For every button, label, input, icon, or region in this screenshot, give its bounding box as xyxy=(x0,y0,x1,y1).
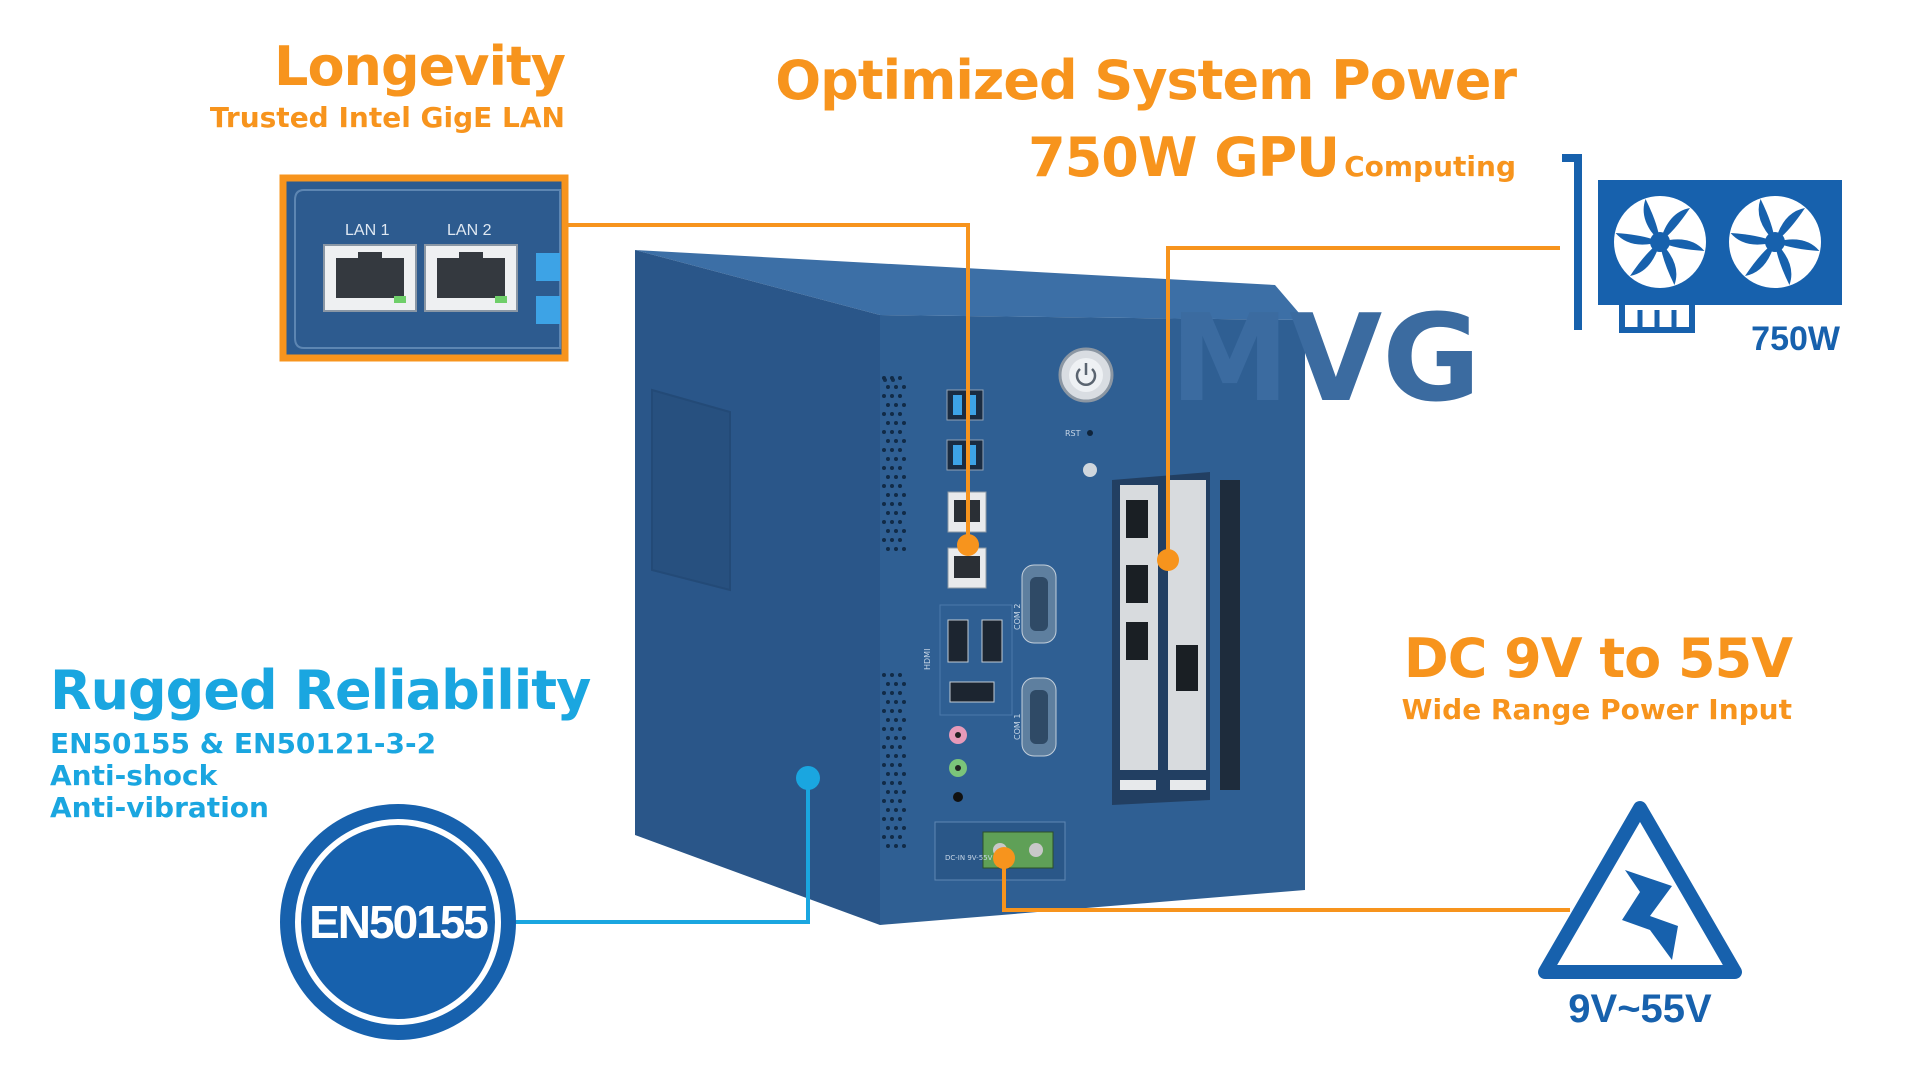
chassis-logo: MVG xyxy=(1170,290,1481,429)
dc-title: DC 9V to 55V xyxy=(1403,627,1793,690)
en50155-badge: EN50155 xyxy=(280,804,516,1040)
longevity-title: Longevity xyxy=(274,35,566,98)
rugged-callout-dot xyxy=(796,766,820,790)
com-ports: COM 2 COM 1 xyxy=(1013,564,1057,757)
usb-ports xyxy=(946,389,984,471)
lan-inset: LAN 1 LAN 2 xyxy=(279,174,569,362)
side-vents xyxy=(882,376,906,848)
power-subtitle: 750W GPU Computing xyxy=(1028,126,1516,189)
rst-label: RST xyxy=(1065,429,1081,438)
en50155-badge-label: EN50155 xyxy=(309,896,488,948)
audio-jacks xyxy=(949,726,967,802)
dcin-label: DC-IN 9V-55V xyxy=(945,854,993,862)
gpu-icon-label: 750W xyxy=(1751,320,1841,358)
power-button xyxy=(1058,347,1114,403)
hdmi-ports: HDMI xyxy=(923,604,1013,716)
inset-lan1-label: LAN 1 xyxy=(345,222,390,239)
longevity-subtitle: Trusted Intel GigE LAN xyxy=(209,101,565,134)
rugged-line-standards: EN50155 & EN50121-3-2 xyxy=(50,727,437,760)
lan-callout-dot xyxy=(957,534,979,556)
rugged-lines: EN50155 & EN50121-3-2 Anti-shock Anti-vi… xyxy=(50,727,437,825)
com1-label: COM 1 xyxy=(1013,714,1022,740)
power-gpu-text: 750W GPU xyxy=(1028,126,1340,189)
rugged-line-shock: Anti-shock xyxy=(50,759,218,793)
graphics-card-icon xyxy=(1562,154,1842,333)
power-computing-text: Computing xyxy=(1344,150,1516,183)
connector-lines xyxy=(510,223,1570,924)
voltage-icon-label: 9V~55V xyxy=(1568,987,1712,1031)
high-voltage-warning-icon xyxy=(1538,801,1742,979)
inset-lan2-label: LAN 2 xyxy=(447,222,492,239)
hdmi-label: HDMI xyxy=(923,649,932,670)
rugged-line-vibration: Anti-vibration xyxy=(50,791,269,825)
dc-callout-dot xyxy=(993,847,1015,869)
rugged-title: Rugged Reliability xyxy=(50,659,591,722)
gpu-callout-dot xyxy=(1157,549,1179,571)
power-title: Optimized System Power xyxy=(775,49,1517,112)
com2-label: COM 2 xyxy=(1013,604,1022,630)
dc-subtitle: Wide Range Power Input xyxy=(1401,693,1792,726)
gpu-bracket xyxy=(1112,472,1240,805)
dc-in-terminal: DC-IN 9V-55V xyxy=(934,821,1066,881)
